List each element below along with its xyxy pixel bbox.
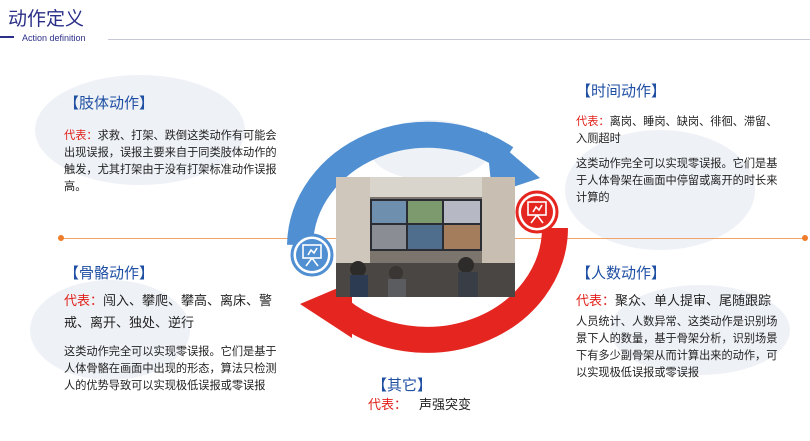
section-heading: 【人数动作】 [576, 264, 667, 282]
section-body: 代表：闯入、攀爬、攀高、离床、警戒、离开、独处、逆行 [64, 291, 286, 335]
section-body: 代表：求救、打架、跌倒这类动作有可能会出现误报，误报主要来自于同类肢体动作的触发… [64, 127, 284, 195]
rep-label: 代表： [64, 294, 104, 309]
section-description: 这类动作完全可以实现零误报。它们是基于人体骨骼在画面中出现的形态，算法只检测人的… [64, 345, 277, 392]
page-title: 动作定义 [8, 8, 85, 30]
section-heading: 【时间动作】 [576, 82, 667, 100]
presentation-board-icon [302, 244, 322, 267]
section-heading: 【骨骼动作】 [64, 264, 155, 282]
blue-cycle-arrow [287, 121, 514, 246]
section-body: 代表： 声强突变 [368, 395, 528, 417]
rep-text: 闯入、攀爬、攀高、离床、警戒、离开、独处、逆行 [64, 294, 273, 331]
section-other: 【其它】 代表： 声强突变 [368, 374, 528, 417]
section-skeleton-actions: 【骨骼动作】 代表：闯入、攀爬、攀高、离床、警戒、离开、独处、逆行 这类动作完全… [64, 262, 286, 394]
rep-label: 代表： [576, 115, 610, 128]
control-room-photo [336, 177, 515, 297]
title-accent-bar [0, 36, 14, 38]
rep-label: 代表： [64, 129, 98, 142]
rep-text: 离岗、睡岗、缺岗、徘徊、滞留、入厕超时 [576, 115, 778, 145]
section-body: 代表：聚众、单人提审、尾随跟踪 [576, 291, 788, 313]
section-count-actions: 【人数动作】 代表：聚众、单人提审、尾随跟踪 人员统计、人数异常、这类动作是识别… [576, 262, 788, 381]
rep-label: 代表： [576, 294, 616, 309]
title-divider [108, 39, 810, 40]
section-description: 人员统计、人数异常、这类动作是识别场景下人的数量，基于骨架分析，识别场景下有多少… [576, 315, 778, 379]
section-limb-actions: 【肢体动作】 代表：求救、打架、跌倒这类动作有可能会出现误报，误报主要来自于同类… [64, 92, 284, 195]
rep-text: 声强突变 [419, 398, 472, 413]
section-time-actions: 【时间动作】 代表：离岗、睡岗、缺岗、徘徊、滞留、入厕超时 这类动作完全可以实现… [576, 80, 786, 206]
section-heading: 【肢体动作】 [64, 94, 155, 112]
rep-text: 求救、打架、跌倒这类动作有可能会出现误报，误报主要来自于同类肢体动作的触发，尤其… [64, 129, 277, 193]
presentation-board-icon [527, 201, 547, 224]
section-heading: 【其它】 [372, 376, 433, 394]
section-description: 这类动作完全可以实现零误报。它们是基于人体骨架在画面中停留或离开的时长来计算的 [576, 157, 778, 204]
rep-text: 聚众、单人提审、尾随跟踪 [615, 294, 772, 309]
divider-dot-right [802, 235, 808, 241]
red-cycle-arrow [331, 227, 568, 353]
divider-dot-left [58, 235, 64, 241]
page-subtitle: Action definition [22, 33, 86, 43]
section-body: 代表：离岗、睡岗、缺岗、徘徊、滞留、入厕超时 [576, 113, 786, 147]
rep-label: 代表： [368, 398, 408, 413]
